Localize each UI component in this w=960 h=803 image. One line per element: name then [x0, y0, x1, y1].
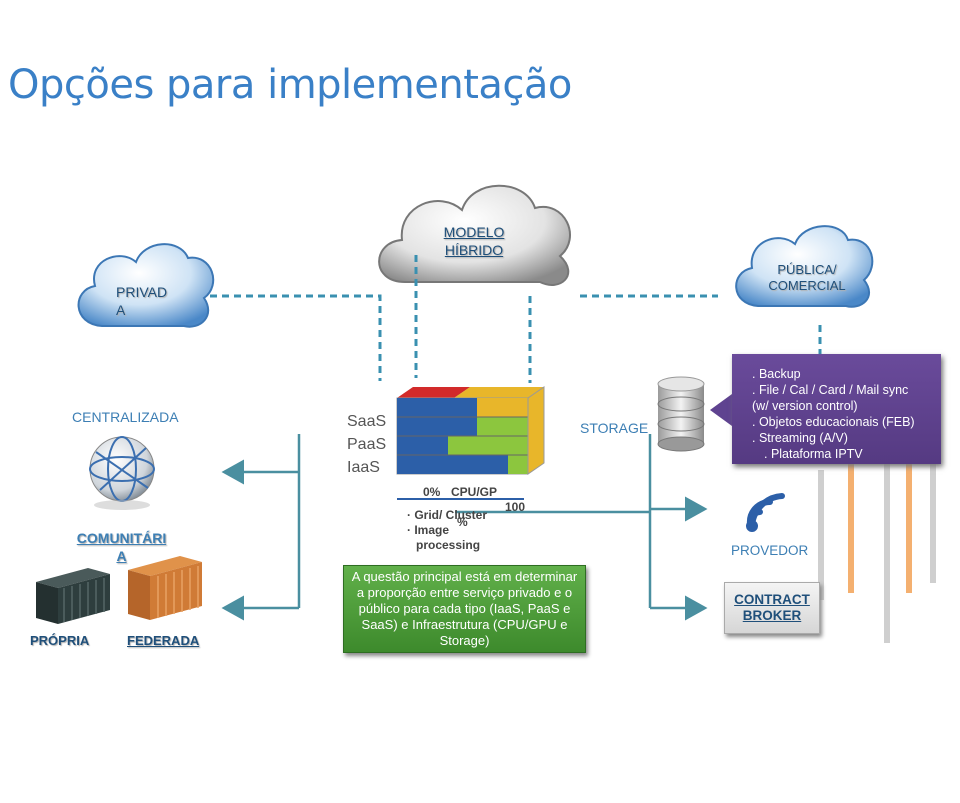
propria-label: PRÓPRIA [30, 633, 90, 648]
service-item: . Plataforma IPTV [764, 447, 863, 461]
private-cloud-icon [77, 243, 215, 328]
grid-item-1: Grid/ Cluster [414, 508, 488, 522]
grid-hundred-label: 100 [505, 500, 526, 514]
service-item: . Streaming (A/V) [752, 431, 848, 445]
service-item: (w/ version control) [752, 399, 858, 413]
globe-icon [89, 436, 155, 510]
storage-services-box: . Backup . File / Cal / Card / Mail sync… [732, 354, 941, 464]
grid-percent-label: % [457, 515, 468, 529]
service-item: . Objetos educacionais (FEB) [752, 415, 915, 429]
cube-stack-icon [396, 386, 545, 475]
grid-item-3: processing [416, 538, 481, 552]
wifi-icon [746, 493, 785, 532]
hybrid-cloud-icon [378, 184, 571, 286]
service-item: . File / Cal / Card / Mail sync [752, 383, 909, 397]
centralizada-label: CENTRALIZADA [72, 409, 179, 425]
storage-label: STORAGE [580, 420, 649, 436]
provedor-label: PROVEDOR [731, 543, 809, 558]
service-stack-labels: SaaS PaaS IaaS [347, 413, 387, 476]
container-icon [128, 556, 202, 620]
service-item: . Backup [752, 367, 801, 381]
grid-cpu-label: CPU/GP [451, 485, 498, 499]
callout-pointer [710, 394, 732, 426]
page-title: Opções para implementação [8, 62, 572, 108]
grid-zero-label: 0% [423, 485, 441, 499]
solid-connectors [221, 434, 708, 621]
public-label: PÚBLICA/COMERCIAL [768, 262, 846, 293]
key-question-box: A questão principal está em determinar a… [343, 565, 586, 653]
decorative-bars [818, 453, 936, 643]
public-cloud-icon [735, 225, 874, 308]
database-icon [657, 376, 705, 452]
container-icon [36, 568, 110, 624]
federada-label: FEDERADA [127, 633, 200, 648]
grid-panel: 0% CPU/GP 100 % · Grid/ Cluster · Image … [407, 485, 526, 552]
grid-item-2: Image [414, 523, 450, 537]
